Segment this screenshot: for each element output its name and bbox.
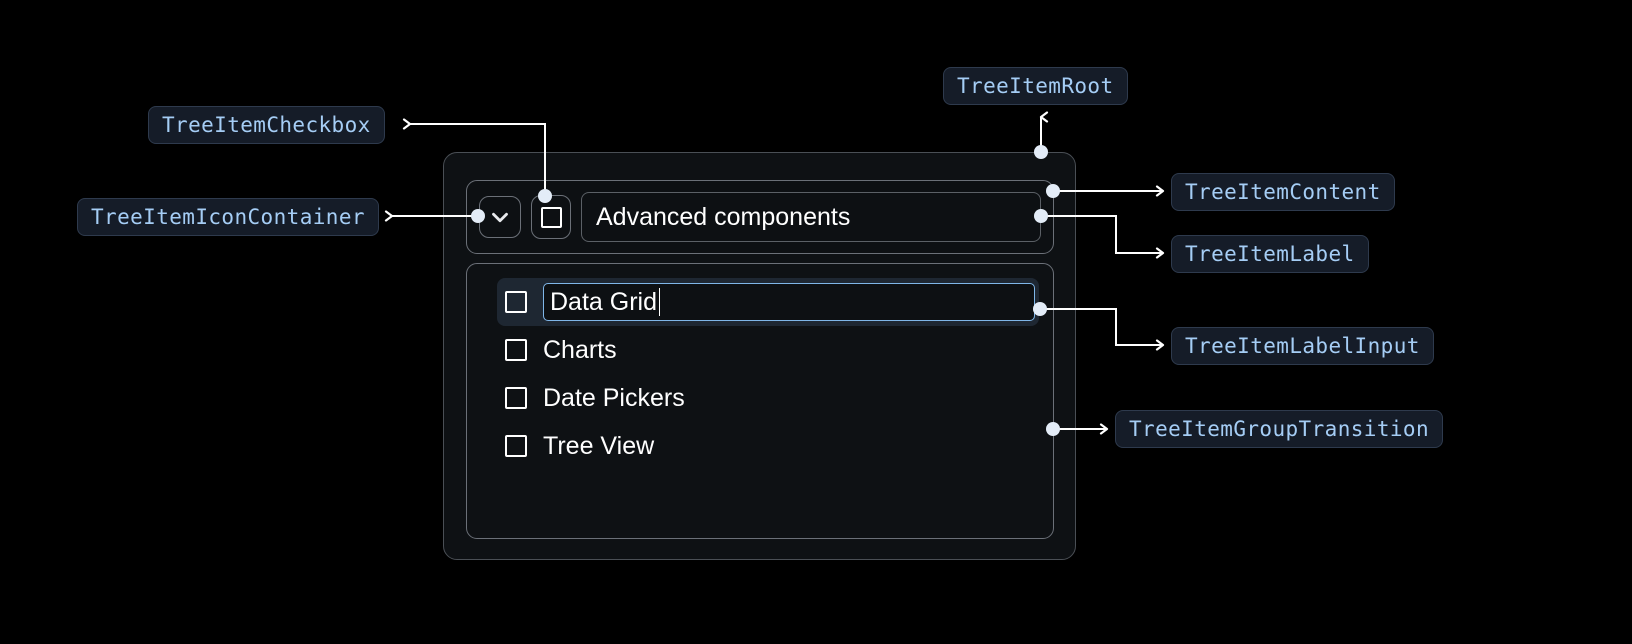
tree-item-row-date-pickers[interactable]: Date Pickers: [497, 374, 1039, 422]
tree-item-label-text: Charts: [543, 335, 617, 364]
tree-item-label-text: Tree View: [543, 431, 655, 460]
checkbox-box-icon[interactable]: [505, 291, 527, 313]
tree-item-label-text: Date Pickers: [543, 383, 685, 412]
checkbox-box-icon[interactable]: [505, 387, 527, 409]
text-caret: [658, 288, 661, 316]
annotation-tree-item-group-transition: TreeItemGroupTransition: [1115, 410, 1443, 448]
checkbox-box-icon: [540, 206, 562, 228]
annotation-tree-item-label: TreeItemLabel: [1171, 235, 1369, 273]
label-input-value: Data Grid: [550, 287, 657, 316]
tree-item-checkbox[interactable]: [531, 195, 571, 239]
tree-item-label-text: Advanced components: [596, 202, 851, 231]
tree-item-label-input[interactable]: Data Grid: [543, 283, 1035, 321]
tree-item-row-tree-view[interactable]: Tree View: [497, 422, 1039, 470]
annotation-tree-item-content: TreeItemContent: [1171, 173, 1395, 211]
annotation-tree-item-label-input: TreeItemLabelInput: [1171, 327, 1434, 365]
annotation-tree-item-root: TreeItemRoot: [943, 67, 1128, 105]
tree-item-label[interactable]: Advanced components: [581, 192, 1041, 242]
checkbox-box-icon[interactable]: [505, 339, 527, 361]
checkbox-box-icon[interactable]: [505, 435, 527, 457]
tree-item-row-charts[interactable]: Charts: [497, 326, 1039, 374]
annotation-tree-item-checkbox: TreeItemCheckbox: [148, 106, 385, 144]
tree-item-root[interactable]: Advanced components Data Grid Charts Dat…: [443, 152, 1076, 560]
tree-item-content[interactable]: Advanced components: [466, 180, 1054, 254]
chevron-down-icon: [487, 204, 513, 230]
tree-item-group-transition: Data Grid Charts Date Pickers Tree View: [466, 263, 1054, 539]
tree-item-icon-container[interactable]: [479, 196, 521, 238]
annotation-tree-item-icon-container: TreeItemIconContainer: [77, 198, 379, 236]
tree-item-row-data-grid[interactable]: Data Grid: [497, 278, 1039, 326]
